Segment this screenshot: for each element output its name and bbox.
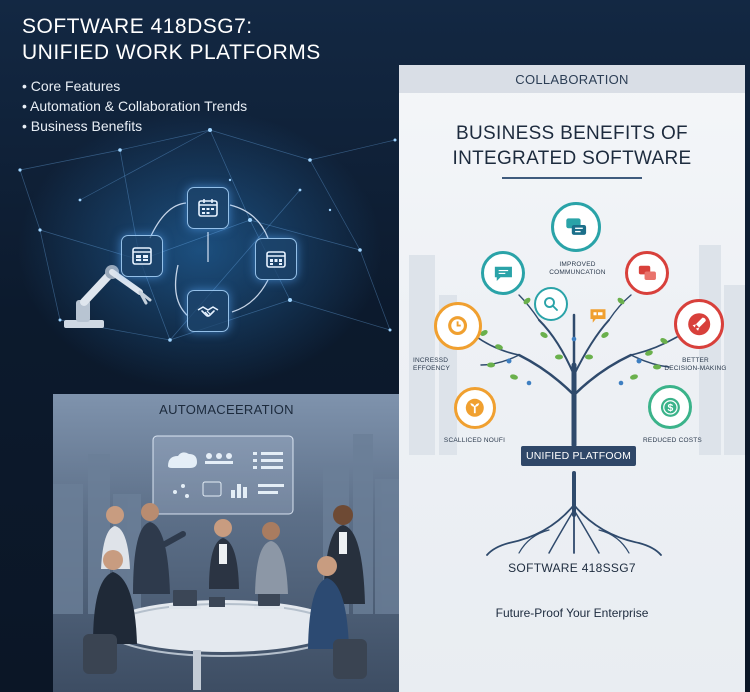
search-icon — [534, 287, 568, 321]
page-title-line2: UNIFIED WORK PLATFORMS — [22, 41, 321, 64]
benefit-tree-graphic — [409, 245, 745, 556]
robot-arm-icon — [64, 265, 152, 328]
card-header: COLLABORATION — [399, 65, 745, 93]
label-line: DECISION-MAKING — [664, 365, 727, 372]
message-icon — [481, 251, 525, 295]
label-line: BETTER — [682, 357, 709, 364]
communication-label: IMPROVED COMMUNCATION — [535, 261, 620, 277]
unified-platform-badge: UNIFIED PLATFOOM — [521, 446, 636, 466]
title-block: SOFTWARE 418DSG7: UNIFIED WORK PLATFORMS… — [22, 14, 382, 136]
benefits-card: COLLABORATION — [399, 65, 745, 692]
small-chat-icon — [583, 301, 613, 331]
card-title-line1: BUSINESS BENEFITS OF — [456, 123, 688, 144]
card-title: BUSINESS BENEFITS OF INTEGRATED SOFTWARE — [399, 121, 745, 171]
page-title-line1: SOFTWARE 418DSG7: — [22, 15, 253, 38]
list-item: Automation & Collaboration Trends — [22, 96, 382, 116]
svg-text:$: $ — [667, 403, 673, 414]
label-line: COMMUNCATION — [549, 269, 606, 276]
dashboard-icon — [121, 235, 163, 277]
costs-label: REDUCED COSTS — [643, 437, 702, 444]
label-line: IMPROVED — [559, 261, 596, 268]
growth-icon — [454, 387, 496, 429]
list-item: Business Benefits — [22, 116, 382, 136]
list-item: Core Features — [22, 76, 382, 96]
calendar-icon — [187, 187, 229, 229]
scalability-label: SCALLICED NOUFI — [443, 437, 506, 444]
meeting-illustration — [53, 434, 400, 690]
software-name: SOFTWARE 418SSG7 — [508, 561, 636, 575]
seated-person — [93, 550, 137, 644]
label-line: EFFOENCY — [413, 365, 450, 372]
meeting-card-title: AUTOMACEERATION — [159, 402, 294, 417]
label-line: INCRESSD — [413, 357, 449, 364]
card-title-line2: INTEGRATED SOFTWARE — [452, 148, 692, 169]
chat-bubbles-icon — [551, 202, 601, 252]
calendar-grid-icon — [255, 238, 297, 280]
handshake-icon — [187, 290, 229, 332]
decision-chat-icon — [625, 251, 669, 295]
clock-icon — [434, 302, 482, 350]
meeting-photo-card: AUTOMACEERATION — [53, 394, 400, 692]
dollar-coin-icon: $ — [648, 385, 692, 429]
title-divider — [502, 177, 642, 179]
standing-person — [209, 519, 239, 589]
seated-person — [308, 556, 349, 649]
decision-label: BETTER DECISION-MAKING — [653, 357, 738, 373]
rocket-icon — [674, 299, 724, 349]
tagline: Future-Proof Your Enterprise — [495, 606, 649, 620]
feature-list: Core Features Automation & Collaboration… — [22, 76, 382, 136]
efficiency-label: INCRESSD EFFOENCY — [413, 357, 498, 373]
standing-person — [133, 503, 186, 594]
standing-person — [255, 522, 288, 594]
